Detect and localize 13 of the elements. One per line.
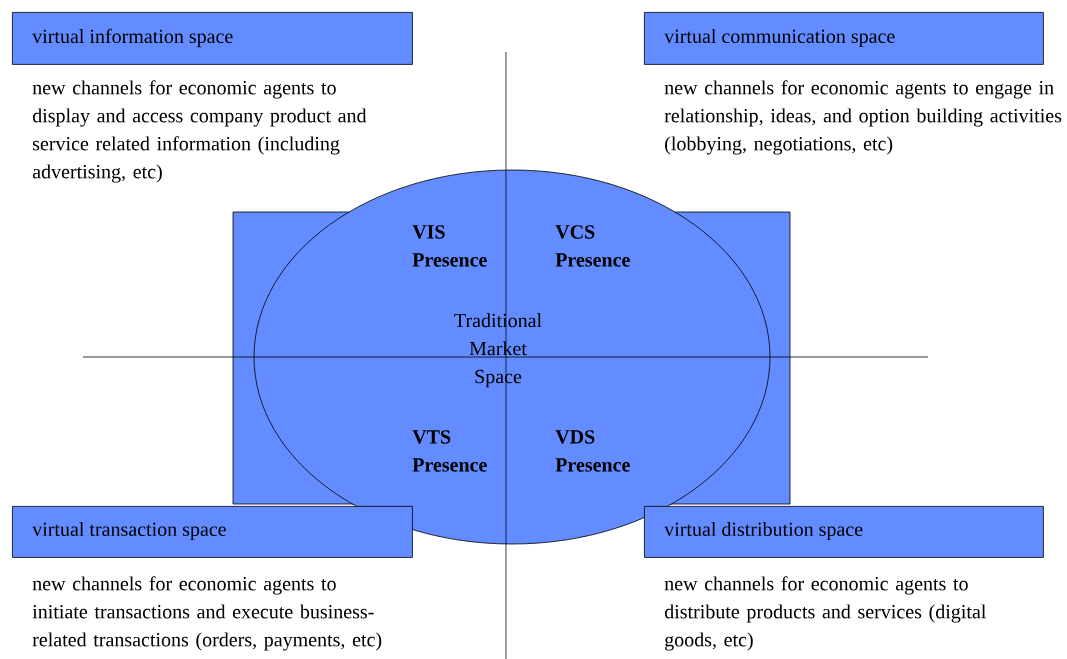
description-text: new channels for economic agents to distribute products and services (digital goods, etc)	[664, 576, 986, 651]
quadrant-label: VDS Presence	[555, 430, 630, 472]
description-text: new channels for economic agents to engage in relationship, ideas, and option building activities (lobbying, negotiations, etc)	[664, 80, 1062, 155]
header-box: virtual information space	[12, 12, 413, 65]
header-box: virtual distribution space	[644, 506, 1044, 558]
quadrant-label: VTS Presence	[412, 430, 487, 472]
header-box: virtual transaction space	[12, 506, 413, 558]
header-box: virtual communication space	[644, 12, 1044, 65]
quadrant-label: VCS Presence	[555, 225, 630, 267]
description-text: new channels for economic agents to display and access company product and service related information (including advertising, etc)	[32, 80, 367, 183]
description-text: new channels for economic agents to initiate transactions and execute business-related transactions (orders, payments, etc)	[32, 576, 382, 651]
center-label: Traditional Market Space	[454, 313, 542, 388]
quadrant-label: VIS Presence	[412, 225, 487, 267]
